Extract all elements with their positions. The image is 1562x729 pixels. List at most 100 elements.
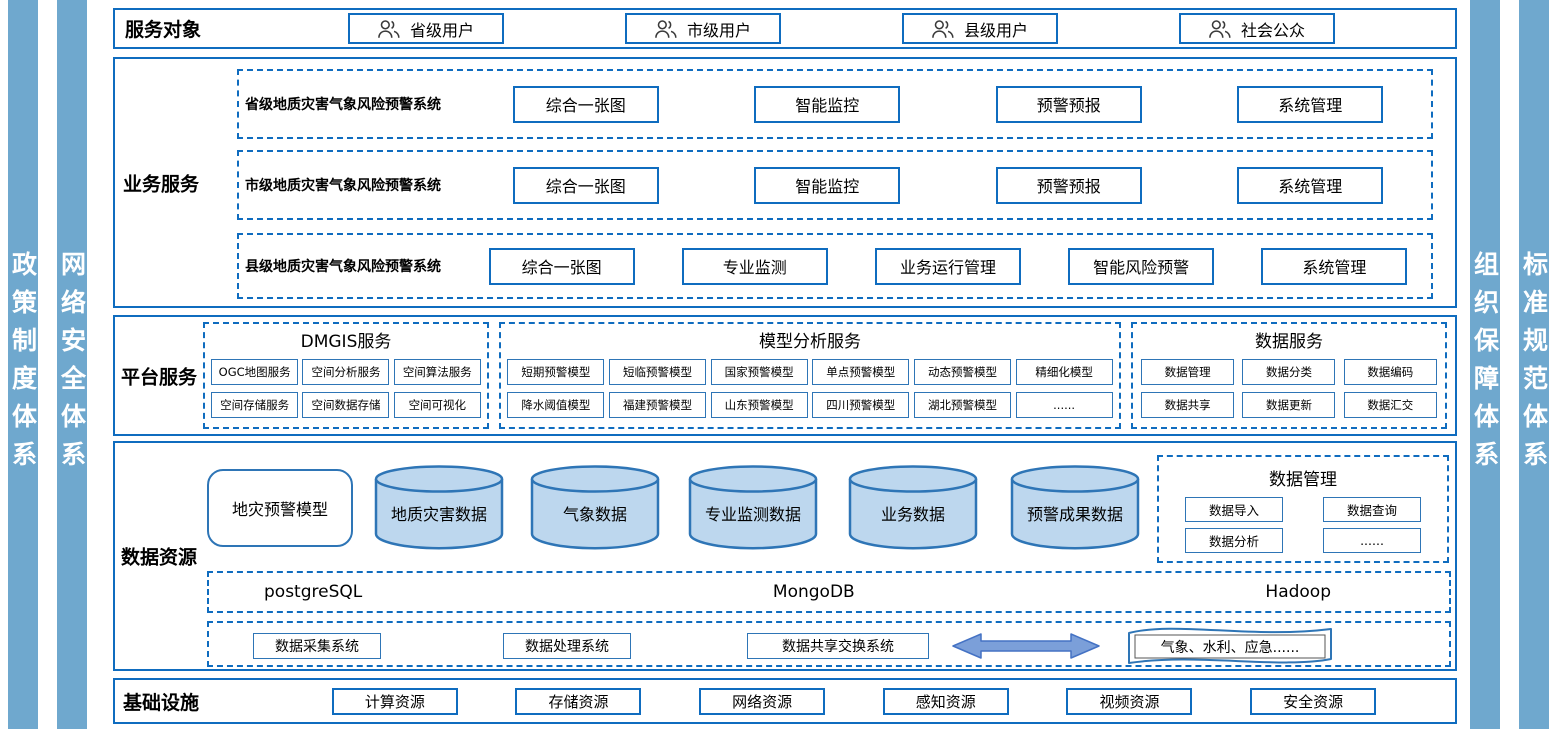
cylinder-warning-result-data: 预警成果数据 (1009, 463, 1141, 551)
infra-box-video: 视频资源 (1066, 687, 1193, 715)
disaster-warning-model-box: 地灾预警模型 (207, 469, 353, 547)
platform-cell: 福建预警模型 (608, 391, 706, 418)
business-box: 专业监测 (681, 247, 828, 285)
system-box-sharing-exchange: 数据共享交换系统 (747, 633, 929, 659)
cylinder-label: 专业监测数据 (704, 505, 801, 524)
section-title-infrastructure: 基础设施 (123, 691, 200, 714)
business-row-items: 综合一张图 专业监测 业务运行管理 智能风险预警 系统管理 (465, 247, 1431, 285)
business-row-provincial: 省级地质灾害气象风险预警系统 综合一张图 智能监控 预警预报 系统管理 (237, 69, 1433, 139)
platform-cell: 数据更新 (1242, 391, 1336, 418)
business-row-label: 市级地质灾害气象风险预警系统 (245, 178, 441, 194)
business-row-items: 综合一张图 智能监控 预警预报 系统管理 (465, 166, 1431, 204)
database-cylinder-icon (530, 465, 660, 550)
platform-row: 降水阈值模型 福建预警模型 山东预警模型 四川预警模型 湖北预警模型 .....… (505, 391, 1115, 418)
platform-cell: 短期预警模型 (507, 358, 605, 385)
platform-cell: 空间算法服务 (393, 358, 481, 385)
db-postgresql-label: postgreSQL (264, 582, 363, 602)
cylinder-label: 气象数据 (562, 505, 627, 524)
cylinder-geo-disaster-data: 地质灾害数据 (373, 463, 505, 551)
sidebar-organization-system: 组织保障体系 (1470, 0, 1500, 729)
business-box: 系统管理 (1237, 166, 1384, 204)
platform-group-dmgis: DMGIS服务 OGC地图服务 空间分析服务 空间算法服务 空间存储服务 空间数… (203, 322, 489, 429)
infra-box-compute: 计算资源 (331, 687, 458, 715)
business-box: 智能监控 (754, 166, 901, 204)
cylinder-label: 地质灾害数据 (390, 505, 487, 524)
business-row-label: 省级地质灾害气象风险预警系统 (245, 97, 441, 113)
external-systems-label: 气象、水利、应急...... (1160, 640, 1300, 656)
platform-cell: 空间存储服务 (211, 391, 299, 418)
business-box: 综合一张图 (488, 247, 635, 285)
sidebar-standards-label: 标准规范体系 (1519, 250, 1549, 479)
database-cylinder-icon (848, 465, 978, 550)
infra-box-security: 安全资源 (1250, 687, 1377, 715)
data-management-title: 数据管理 (1269, 470, 1337, 491)
platform-group-model-analysis: 模型分析服务 短期预警模型 短临预警模型 国家预警模型 单点预警模型 动态预警模… (499, 322, 1121, 429)
data-management-cell: ...... (1323, 527, 1421, 553)
infra-box-storage: 存储资源 (515, 687, 642, 715)
users-icon (932, 19, 954, 38)
platform-cell: 数据管理 (1141, 358, 1235, 385)
platform-cell: 精细化模型 (1015, 358, 1113, 385)
business-box: 系统管理 (1237, 85, 1384, 123)
user-box-label: 社会公众 (1240, 20, 1305, 40)
platform-cell: 国家预警模型 (710, 358, 808, 385)
cylinder-label: 业务数据 (880, 505, 945, 524)
external-systems-scroll-shape: 气象、水利、应急...... (1121, 624, 1339, 668)
business-row-items: 综合一张图 智能监控 预警预报 系统管理 (465, 85, 1431, 123)
users-icon (1209, 19, 1231, 38)
platform-row: OGC地图服务 空间分析服务 空间算法服务 (209, 358, 483, 385)
platform-cell: 短临预警模型 (608, 358, 706, 385)
section-title-service-targets: 服务对象 (125, 19, 202, 41)
user-box-public: 社会公众 (1178, 13, 1335, 44)
business-row-county: 县级地质灾害气象风险预警系统 综合一张图 专业监测 业务运行管理 智能风险预警 … (237, 233, 1433, 299)
db-mongodb-label: MongoDB (772, 582, 855, 602)
business-box: 智能风险预警 (1068, 247, 1215, 285)
db-hadoop-label: Hadoop (1265, 582, 1331, 602)
platform-cell: 数据编码 (1343, 358, 1437, 385)
data-management-box: 数据管理 数据导入 数据查询 数据分析 ...... (1157, 455, 1449, 563)
database-layer-box: postgreSQL MongoDB Hadoop (207, 571, 1451, 613)
platform-cell: 动态预警模型 (913, 358, 1011, 385)
system-box-collection: 数据采集系统 (253, 633, 381, 659)
platform-row: 短期预警模型 短临预警模型 国家预警模型 单点预警模型 动态预警模型 精细化模型 (505, 358, 1115, 385)
business-box: 预警预报 (995, 85, 1142, 123)
sidebar-standards-system: 标准规范体系 (1519, 0, 1549, 729)
double-arrow-icon (951, 631, 1101, 661)
platform-cell: 数据分类 (1242, 358, 1336, 385)
platform-cell: 空间数据存储 (302, 391, 390, 418)
platform-group-title: 模型分析服务 (759, 332, 861, 353)
section-business-services: 业务服务 省级地质灾害气象风险预警系统 综合一张图 智能监控 预警预报 系统管理… (113, 57, 1457, 308)
infra-box-network: 网络资源 (699, 687, 826, 715)
sidebar-network-security-system: 网络安全体系 (57, 0, 87, 729)
user-box-label: 县级用户 (963, 20, 1028, 40)
cylinder-weather-data: 气象数据 (529, 463, 661, 551)
platform-cell: 湖北预警模型 (913, 391, 1011, 418)
platform-cell: 山东预警模型 (710, 391, 808, 418)
platform-group-data-services: 数据服务 数据管理 数据分类 数据编码 数据共享 数据更新 数据汇交 (1131, 322, 1447, 429)
platform-cell: ...... (1015, 391, 1113, 418)
platform-cell: 单点预警模型 (812, 358, 910, 385)
system-box-processing: 数据处理系统 (503, 633, 631, 659)
platform-cell: 空间可视化 (393, 391, 481, 418)
user-box-provincial: 省级用户 (347, 13, 504, 44)
cylinder-business-data: 业务数据 (847, 463, 979, 551)
business-row-label: 县级地质灾害气象风险预警系统 (245, 259, 441, 275)
sidebar-organization-label: 组织保障体系 (1470, 250, 1500, 479)
service-target-items: 省级用户 市级用户 县级用户 社会公众 (287, 13, 1455, 44)
platform-groups: DMGIS服务 OGC地图服务 空间分析服务 空间算法服务 空间存储服务 空间数… (203, 322, 1447, 429)
data-management-cell: 数据查询 (1323, 496, 1421, 522)
cylinder-monitoring-data: 专业监测数据 (687, 463, 819, 551)
business-box: 综合一张图 (512, 166, 659, 204)
platform-cell: 空间分析服务 (302, 358, 390, 385)
user-box-county: 县级用户 (901, 13, 1058, 44)
business-box: 综合一张图 (512, 85, 659, 123)
business-box: 系统管理 (1261, 247, 1408, 285)
business-box: 智能监控 (754, 85, 901, 123)
infra-box-sensing: 感知资源 (882, 687, 1009, 715)
database-cylinder-icon (688, 465, 818, 550)
data-management-row: 数据导入 数据查询 (1185, 496, 1421, 522)
section-service-targets: 服务对象 省级用户 市级用户 县级用户 社会公众 (113, 8, 1457, 49)
section-platform-services: 平台服务 DMGIS服务 OGC地图服务 空间分析服务 空间算法服务 空间存储服… (113, 315, 1457, 436)
data-exchange-box: 数据采集系统 数据处理系统 数据共享交换系统 气象、水利、应急...... (207, 621, 1451, 667)
user-box-city: 市级用户 (624, 13, 781, 44)
